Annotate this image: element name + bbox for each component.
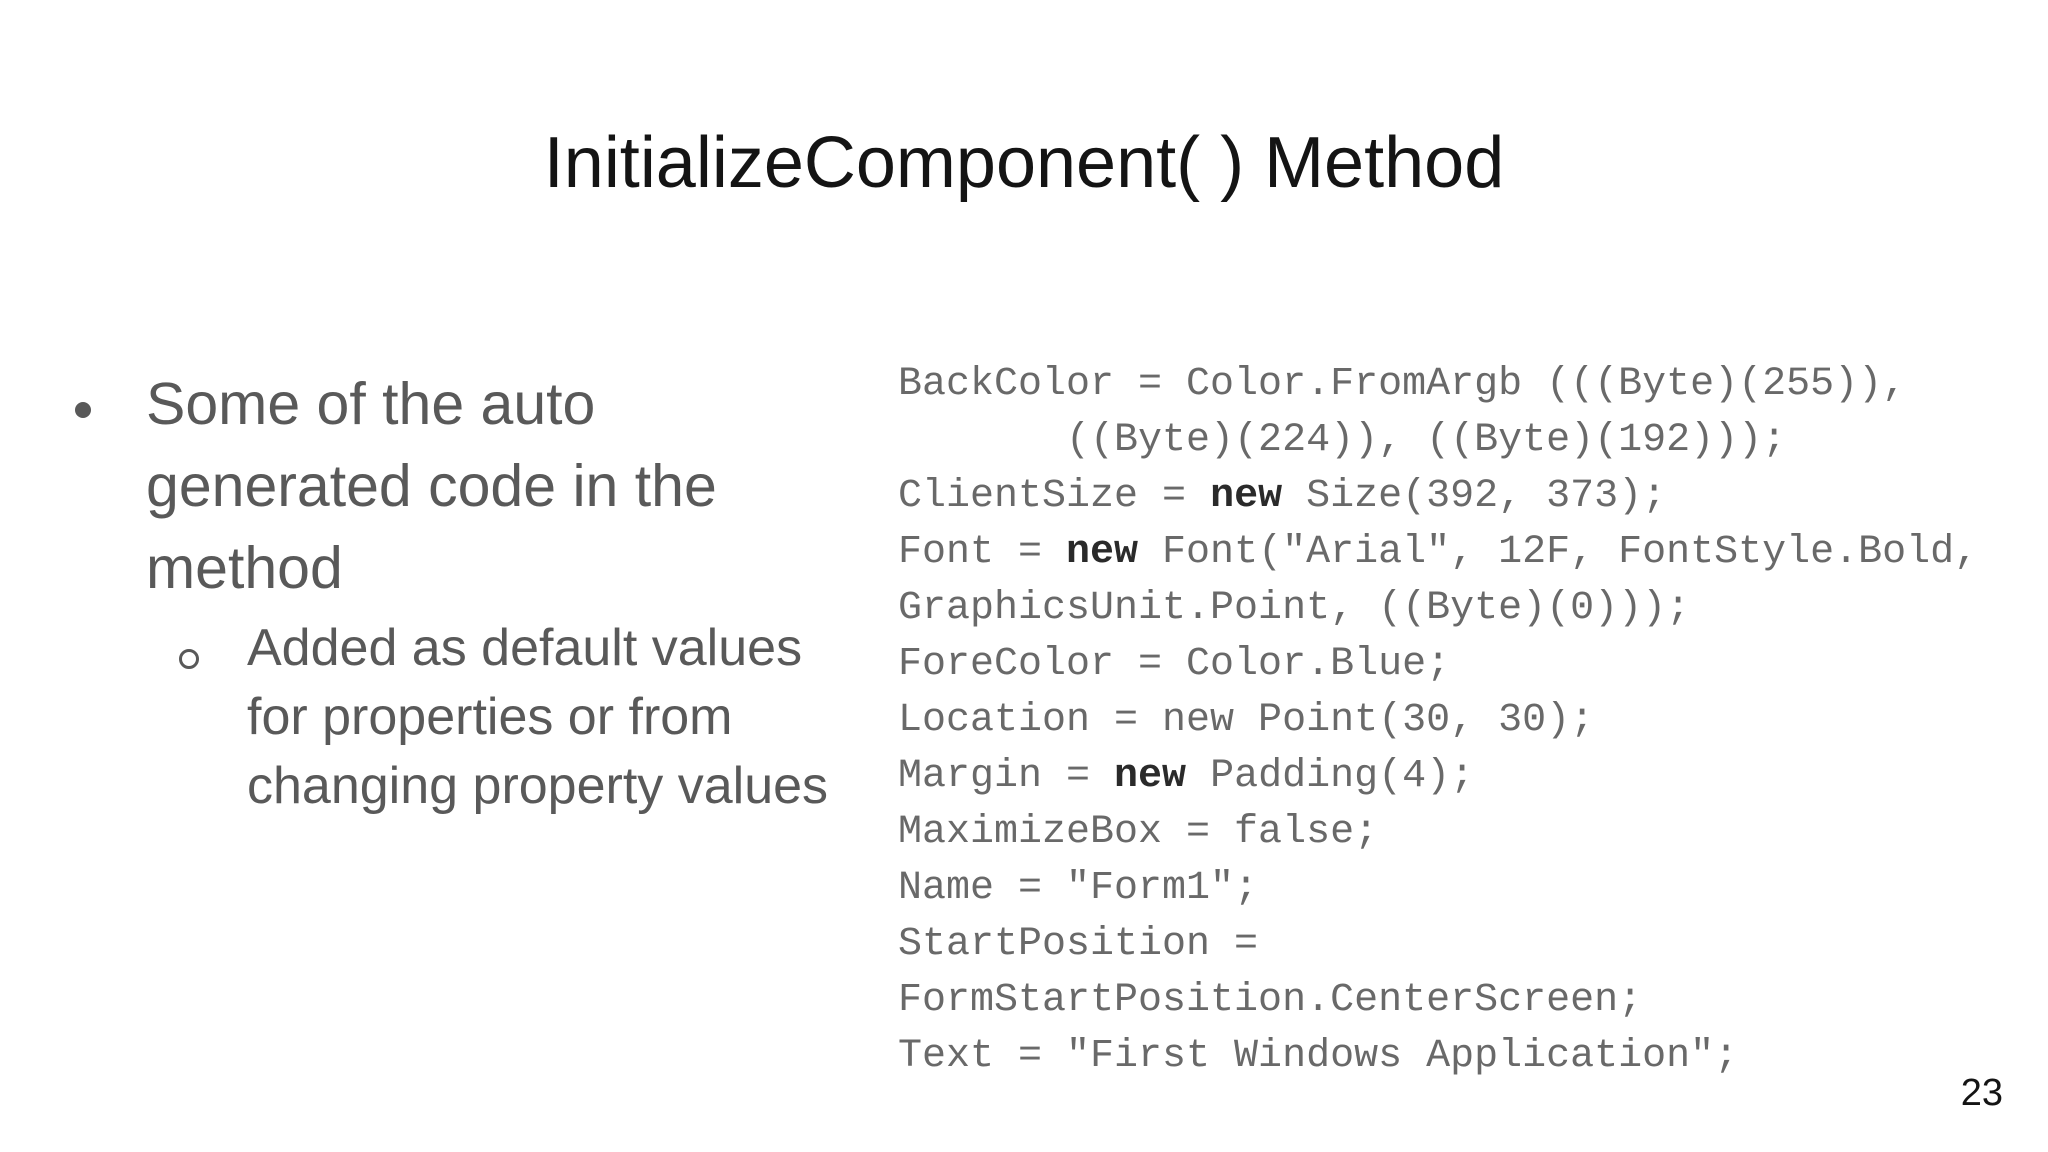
code-text: Location = new Point(30, 30); xyxy=(898,698,1595,743)
code-text: MaximizeBox = false; xyxy=(898,810,1379,855)
code-text: Padding(4); xyxy=(1186,754,1475,799)
code-text: Margin = xyxy=(898,754,1115,799)
code-block: BackColor = Color.FromArgb (((Byte)(255)… xyxy=(898,357,1978,1085)
hollow-bullet-icon xyxy=(179,649,199,669)
code-text: ForeColor = Color.Blue; xyxy=(898,642,1451,687)
code-text: ((Byte)(224)), ((Byte)(192))); xyxy=(898,418,1787,463)
code-text: Font("Arial", 12F, FontStyle.Bold, xyxy=(1138,530,1979,575)
code-line: ClientSize = new Size(392, 373); xyxy=(898,469,1978,525)
code-text: Font = xyxy=(898,530,1067,575)
code-line: BackColor = Color.FromArgb (((Byte)(255)… xyxy=(898,357,1978,413)
code-keyword: new xyxy=(1066,530,1139,575)
code-text: BackColor = Color.FromArgb (((Byte)(255)… xyxy=(898,362,1907,407)
code-line: GraphicsUnit.Point, ((Byte)(0))); xyxy=(898,581,1978,637)
code-text: ClientSize = xyxy=(898,474,1211,519)
code-text: GraphicsUnit.Point, ((Byte)(0))); xyxy=(898,586,1691,631)
bullet-item-sub-text: Added as default values for properties o… xyxy=(247,619,829,815)
code-line: ForeColor = Color.Blue; xyxy=(898,637,1978,693)
code-line: Name = "Form1"; xyxy=(898,861,1978,917)
code-line: FormStartPosition.CenterScreen; xyxy=(898,973,1978,1029)
page-number: 23 xyxy=(1960,1072,2003,1114)
code-line: StartPosition = xyxy=(898,917,1978,973)
code-text: Size(392, 373); xyxy=(1282,474,1667,519)
bullet-item-main-text: Some of the auto generated code in the m… xyxy=(146,371,717,601)
code-line: ((Byte)(224)), ((Byte)(192))); xyxy=(898,413,1978,469)
code-line: Font = new Font("Arial", 12F, FontStyle.… xyxy=(898,525,1978,581)
code-line: Margin = new Padding(4); xyxy=(898,749,1978,805)
code-text: StartPosition = xyxy=(898,922,1259,967)
code-line: Location = new Point(30, 30); xyxy=(898,693,1978,749)
code-line: MaximizeBox = false; xyxy=(898,805,1978,861)
slide-title: InitializeComponent( ) Method xyxy=(543,123,1505,203)
code-line: Text = "First Windows Application"; xyxy=(898,1029,1978,1085)
code-text: Name = "Form1"; xyxy=(898,866,1259,911)
code-keyword: new xyxy=(1114,754,1187,799)
code-keyword: new xyxy=(1210,474,1283,519)
code-text: Text = "First Windows Application"; xyxy=(898,1034,1739,1079)
filled-bullet-icon xyxy=(75,402,91,418)
code-text: FormStartPosition.CenterScreen; xyxy=(898,978,1643,1023)
